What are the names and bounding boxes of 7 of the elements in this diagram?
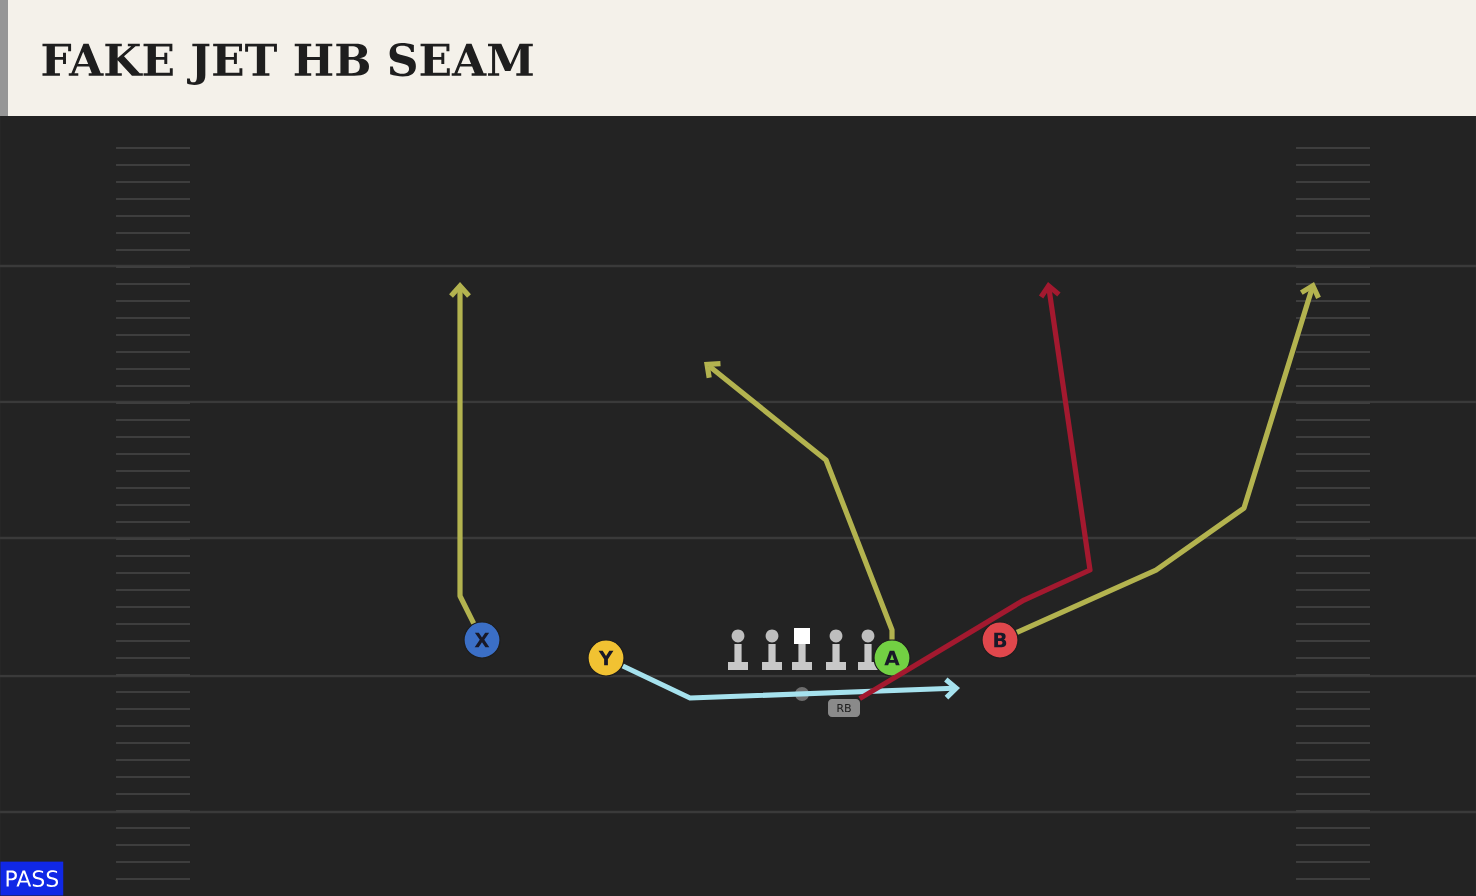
play-type-badge: PASS [0, 861, 64, 896]
route-arrow [704, 361, 895, 640]
title-banner: FAKE JET HB SEAM [0, 0, 1476, 116]
route-arrow [621, 663, 960, 701]
route-arrow [449, 282, 477, 625]
route-arrow [858, 282, 1093, 701]
route-arrow [1015, 282, 1321, 635]
